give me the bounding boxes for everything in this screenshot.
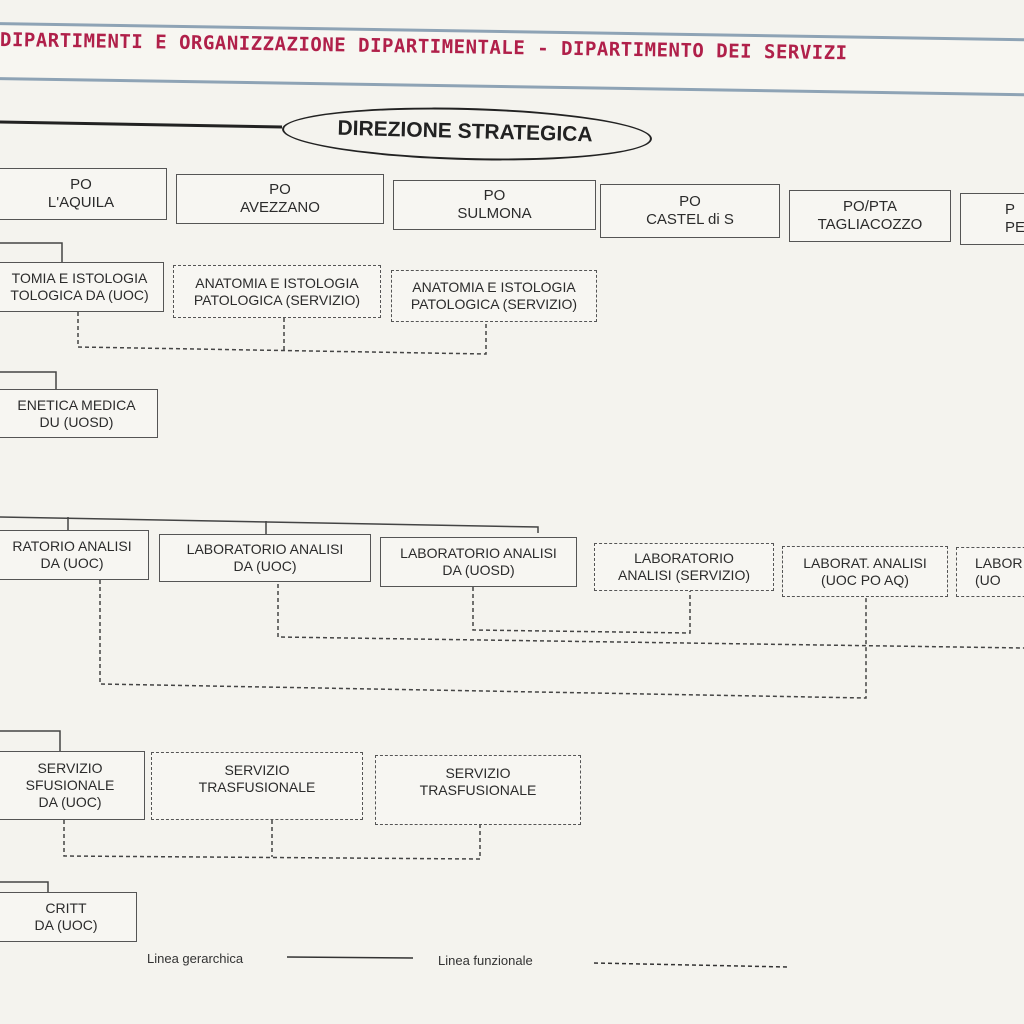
- laboratorio-line2: DA (UOSD): [442, 562, 515, 578]
- laboratorio-line1: LABORATORIO: [634, 550, 734, 566]
- functional-lines: [63, 312, 1024, 860]
- anatomia-line2: TOLOGICA DA (UOC): [10, 287, 149, 303]
- po-line1: PO: [70, 176, 92, 193]
- po-line1: PO: [269, 181, 291, 198]
- laboratorio-pescina-box: LABOR (UO: [956, 547, 1024, 597]
- po-pescina-box: P PE: [960, 193, 1024, 245]
- trasfusionale-line1: SERVIZIO: [224, 762, 290, 778]
- trasfusionale-avezzano-box: SERVIZIO TRASFUSIONALE: [151, 752, 363, 820]
- anatomia-line1: ANATOMIA E ISTOLOGIA: [412, 279, 576, 295]
- critt-box: CRITT DA (UOC): [0, 892, 137, 942]
- legend-funzionale-label: Linea funzionale: [438, 953, 533, 968]
- laboratorio-line1: LABORATORIO ANALISI: [400, 545, 557, 561]
- laboratorio-line2: DA (UOC): [40, 555, 104, 571]
- laboratorio-line1: LABORAT. ANALISI: [803, 554, 927, 571]
- po-line2: PE: [1005, 219, 1024, 236]
- legend-solid-line: [286, 956, 414, 959]
- po-castel-box: PO CASTEL di S: [600, 184, 780, 238]
- genetica-box: ENETICA MEDICA DU (UOSD): [0, 389, 158, 438]
- laboratorio-avezzano-box: LABORATORIO ANALISI DA (UOC): [159, 534, 371, 582]
- po-line2: CASTEL di S: [646, 211, 734, 228]
- laboratorio-tagliacozzo-box: LABORAT. ANALISI (UOC PO AQ): [782, 546, 948, 597]
- anatomia-avezzano-box: ANATOMIA E ISTOLOGIA PATOLOGICA (SERVIZI…: [173, 265, 381, 318]
- laboratorio-line2: ANALISI (SERVIZIO): [618, 567, 750, 583]
- po-tagliacozzo-box: PO/PTA TAGLIACOZZO: [789, 190, 951, 242]
- laboratorio-line1: LABORATORIO ANALISI: [186, 541, 344, 557]
- critt-line2: DA (UOC): [34, 917, 98, 933]
- laboratorio-line1: RATORIO ANALISI: [12, 538, 132, 554]
- hierarchy-lines: [0, 242, 539, 892]
- laboratorio-line2: (UO: [975, 572, 1001, 588]
- po-line2: AVEZZANO: [240, 199, 320, 216]
- po-line1: PO: [483, 187, 506, 204]
- critt-line1: CRITT: [45, 900, 87, 916]
- po-avezzano-box: PO AVEZZANO: [176, 174, 384, 224]
- laboratorio-line2: (UOC PO AQ): [821, 571, 909, 588]
- trasfusionale-line1: SERVIZIO: [37, 760, 103, 776]
- anatomia-line2: PATOLOGICA (SERVIZIO): [410, 296, 578, 312]
- po-line1: P: [1005, 201, 1016, 218]
- po-line2: TAGLIACOZZO: [817, 216, 923, 233]
- laboratorio-line2: DA (UOC): [233, 558, 297, 574]
- trasfusionale-sulmona-box: SERVIZIO TRASFUSIONALE: [375, 755, 581, 825]
- direzione-line: [0, 120, 283, 129]
- po-sulmona-box: PO SULMONA: [393, 180, 596, 230]
- trasfusionale-line1: SERVIZIO: [445, 765, 511, 781]
- genetica-line2: DU (UOSD): [39, 413, 114, 430]
- po-laquila-box: PO L'AQUILA: [0, 168, 167, 220]
- laboratorio-line1: LABOR: [975, 555, 1023, 571]
- trasfusionale-line2: TRASFUSIONALE: [198, 779, 316, 795]
- po-line2: L'AQUILA: [47, 194, 115, 211]
- trasfusionale-uoc-box: SERVIZIO SFUSIONALE DA (UOC): [0, 751, 145, 820]
- po-line1: PO/PTA: [843, 198, 897, 215]
- laboratorio-castel-box: LABORATORIO ANALISI (SERVIZIO): [594, 543, 774, 591]
- legend-gerarchica-label: Linea gerarchica: [147, 951, 244, 966]
- anatomia-line2: PATOLOGICA (SERVIZIO): [193, 291, 361, 308]
- anatomia-line1: TOMIA E ISTOLOGIA: [11, 270, 148, 286]
- anatomia-line1: ANATOMIA E ISTOLOGIA: [195, 274, 359, 291]
- anatomia-sulmona-box: ANATOMIA E ISTOLOGIA PATOLOGICA (SERVIZI…: [391, 270, 597, 322]
- po-line2: SULMONA: [457, 205, 532, 222]
- laboratorio-sulmona-box: LABORATORIO ANALISI DA (UOSD): [380, 537, 577, 587]
- anatomia-uoc-box: TOMIA E ISTOLOGIA TOLOGICA DA (UOC): [0, 262, 164, 312]
- trasfusionale-line2: SFUSIONALE: [25, 777, 115, 793]
- laboratorio-uoc-box: RATORIO ANALISI DA (UOC): [0, 530, 149, 580]
- genetica-line1: ENETICA MEDICA: [17, 396, 136, 413]
- legend-dashed-line: [593, 962, 789, 968]
- trasfusionale-line3: DA (UOC): [38, 794, 102, 810]
- po-line1: PO: [679, 193, 701, 210]
- trasfusionale-line2: TRASFUSIONALE: [419, 782, 537, 798]
